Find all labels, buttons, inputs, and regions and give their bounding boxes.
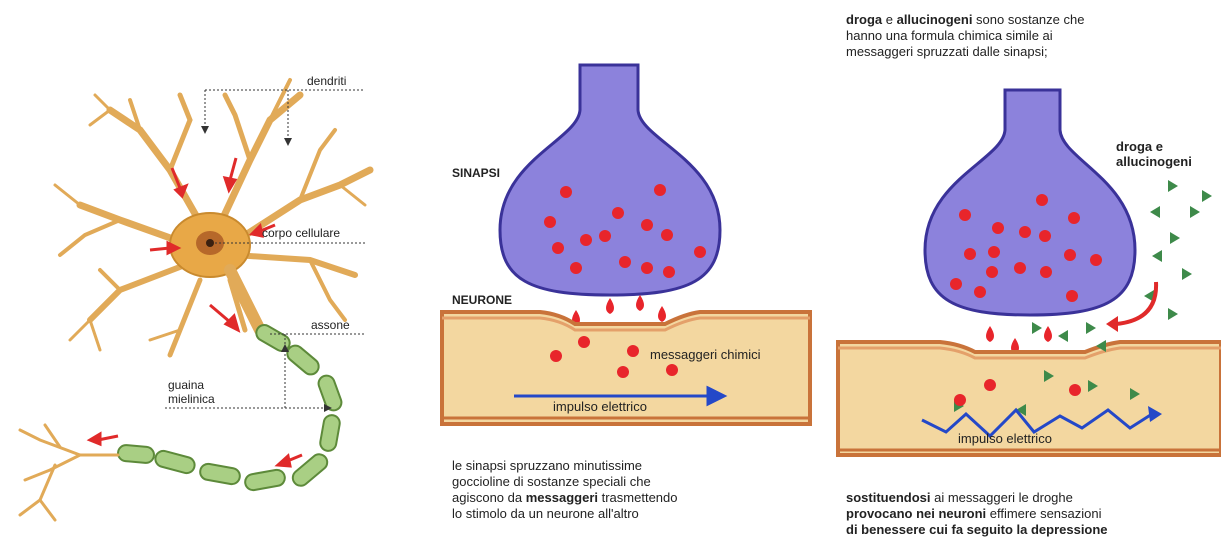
synaptic-bulb	[500, 65, 720, 295]
label-messengers: messaggeri chimici	[650, 348, 761, 362]
synapse-caption: le sinapsi spruzzano minutissime gocciol…	[452, 458, 812, 522]
drugs-caption-3: di benessere cui fa seguito la depressio…	[846, 522, 1221, 538]
label-neurone: NEURONE	[452, 293, 512, 307]
caption-line-4: lo stimolo da un neurone all'altro	[452, 506, 812, 522]
droplets	[572, 295, 666, 326]
axon-myelin	[117, 322, 343, 491]
label-impulse: impulso elettrico	[553, 400, 647, 414]
synapse-panel: SINAPSI NEURONE messaggeri chimici impul…	[400, 0, 820, 544]
drugs-caption: sostituendosi ai messaggeri le droghe pr…	[846, 490, 1221, 538]
label-myelin-1: guaina	[168, 378, 204, 392]
label-drugs-2: allucinogeni	[1116, 155, 1192, 169]
neuron-panel: dendriti corpo cellulare assone guaina m…	[0, 0, 400, 544]
label-axon: assone	[311, 318, 350, 332]
drugs-illustration	[820, 0, 1221, 544]
drugs-panel: droga e allucinogeni sono sostanze che h…	[820, 0, 1221, 544]
label-myelin-2: mielinica	[168, 392, 215, 406]
flow-arrows	[90, 158, 302, 466]
label-drugs-1: droga e	[1116, 140, 1163, 154]
label-cell-body: corpo cellulare	[262, 226, 340, 240]
label-impulse-drugs: impulso elettrico	[958, 432, 1052, 446]
drugs-caption-1: sostituendosi ai messaggeri le droghe	[846, 490, 1221, 506]
drugs-caption-2: provocano nei neuroni effimere sensazion…	[846, 506, 1221, 522]
caption-line-3: agiscono da messaggeri trasmettendo	[452, 490, 812, 506]
caption-line-1: le sinapsi spruzzano minutissime	[452, 458, 812, 474]
caption-line-2: goccioline di sostanze speciali che	[452, 474, 812, 490]
label-dendrites: dendriti	[307, 74, 346, 88]
label-sinapsi: SINAPSI	[452, 166, 500, 180]
caption-bold-messaggeri: messaggeri	[526, 490, 598, 505]
